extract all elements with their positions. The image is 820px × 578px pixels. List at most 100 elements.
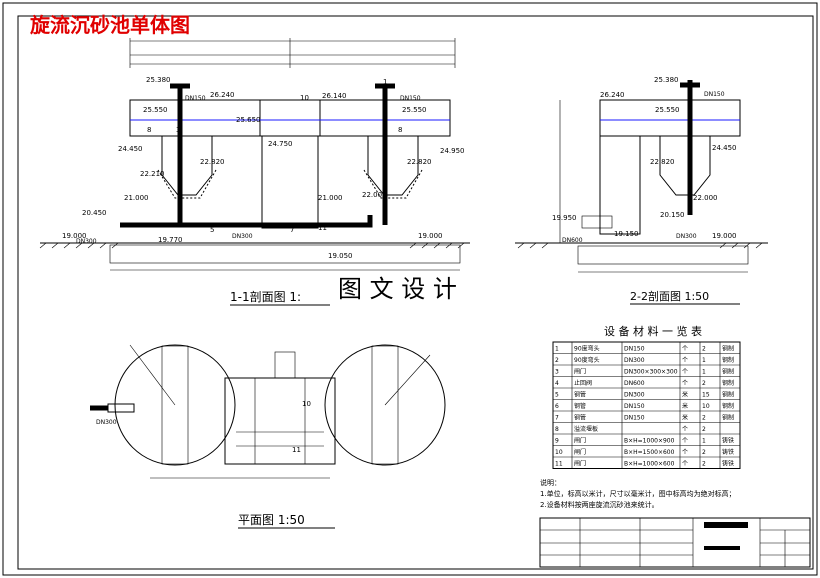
table-cell: 2 <box>702 426 706 433</box>
table-cell: 钢制 <box>722 356 734 364</box>
elev-label: 26.240 <box>210 91 235 99</box>
elev-label: 22.000 <box>693 194 718 202</box>
table-cell: B×H=1000×900 <box>624 438 675 445</box>
plan-view: 10 11 DN300 平面图 1:50 <box>90 344 446 529</box>
table-cell: B×H=1000×600 <box>624 461 675 468</box>
elev-label: 26.140 <box>322 92 347 100</box>
table-cell: 11 <box>555 461 563 468</box>
elev-label: 19.000 <box>712 232 737 240</box>
equipment-table: 设 备 材 料 一 览 表 1 90度弯头 DN150 个 2 钢制 2 90度弯头 DN300… <box>552 324 741 469</box>
table-cell: 钢制 <box>722 345 734 353</box>
part-number: 3 <box>176 126 180 134</box>
note-line: 1.单位，标高以米计，尺寸以毫米计，图中标高均为绝对标高； <box>540 489 736 498</box>
part-number: 8 <box>398 126 402 134</box>
table-cell: 个 <box>682 461 688 468</box>
table-cell: 6 <box>555 403 559 410</box>
table-cell: 2 <box>702 380 706 387</box>
table-cell: 2 <box>555 357 559 364</box>
drawing-title: 旋流沉砂池单体图 <box>29 13 190 37</box>
table-cell: 溢流堰板 <box>574 425 598 433</box>
table-cell: 90度弯头 <box>574 356 600 364</box>
table-cell: 钢制 <box>722 379 734 387</box>
elev-label: 24.750 <box>268 140 293 148</box>
elev-label: 22.820 <box>650 158 675 166</box>
table-cell: 闸门 <box>574 437 586 445</box>
table-cell: 钢制 <box>722 414 734 422</box>
table-cell: 1 <box>702 357 706 364</box>
elev-label: 26.240 <box>600 91 625 99</box>
part-number: 11 <box>318 224 327 232</box>
dn-label: DN300 <box>676 233 697 240</box>
dn-label: DN600 <box>562 237 583 244</box>
elev-label: 25.380 <box>654 76 679 84</box>
elev-label: 25.380 <box>146 76 171 84</box>
table-cell: 个 <box>682 438 688 445</box>
table-cell: 铸铁 <box>722 448 734 456</box>
elev-label: 22.000 <box>362 191 387 199</box>
table-cell: 1 <box>702 438 706 445</box>
dn-label: DN300 <box>232 233 253 240</box>
elev-label: 19.050 <box>328 252 353 260</box>
table-cell: 90度弯头 <box>574 345 600 353</box>
table-cell: 9 <box>555 438 559 445</box>
plan-caption: 平面图 1:50 <box>238 513 305 527</box>
table-cell: 4 <box>555 380 559 387</box>
table-cell: 1 <box>702 369 706 376</box>
table-cell: 2 <box>702 346 706 353</box>
table-cell: 米 <box>682 402 688 410</box>
table-cell: 钢管 <box>574 402 586 410</box>
table-cell: DN300×300×300 <box>624 369 678 376</box>
dn-label: DN300 <box>76 238 97 245</box>
table-cell: 铸铁 <box>722 460 734 468</box>
table-cell: DN150 <box>624 346 645 353</box>
table-title: 设 备 材 料 一 览 表 <box>604 324 702 338</box>
table-cell: 钢制 <box>722 391 734 399</box>
elev-label: 19.000 <box>62 232 87 240</box>
notes-heading: 说明： <box>540 478 561 487</box>
table-cell: 钢管 <box>574 414 586 422</box>
table-cell: DN150 <box>624 415 645 422</box>
table-cell: 7 <box>555 415 559 422</box>
notes: 说明： 1.单位，标高以米计，尺寸以毫米计，图中标高均为绝对标高； 2.设备材料… <box>540 478 736 509</box>
elev-label: 19.950 <box>552 214 577 222</box>
dn-label: DN150 <box>704 91 725 98</box>
table-cell: 10 <box>702 403 710 410</box>
elev-label: 24.450 <box>118 145 143 153</box>
title-block <box>539 517 811 568</box>
part-number: 8 <box>147 126 151 134</box>
elev-label: 25.550 <box>143 106 168 114</box>
part-number: 1 <box>383 78 387 86</box>
note-line: 2.设备材料按两座旋流沉砂池来统计。 <box>540 500 659 509</box>
part-number: 11 <box>292 446 301 454</box>
table-cell: 米 <box>682 414 688 422</box>
elev-label: 22.210 <box>140 170 165 178</box>
elev-label: 24.450 <box>712 144 737 152</box>
table-cell: 2 <box>702 461 706 468</box>
table-cell: 米 <box>682 391 688 399</box>
elev-label: 25.650 <box>236 116 261 124</box>
table-cell: 3 <box>555 369 559 376</box>
table-cell: 2 <box>702 415 706 422</box>
section-1-1: 25.380 26.240 25.550 25.650 26.140 25.55… <box>39 38 470 306</box>
inner-frame <box>17 15 814 570</box>
table-cell: 个 <box>682 357 688 364</box>
elev-label: 20.450 <box>82 209 107 217</box>
elev-label: 24.950 <box>440 147 465 155</box>
table-cell: 个 <box>682 426 688 433</box>
part-number: 10 <box>300 94 309 102</box>
elev-label: 21.000 <box>318 194 343 202</box>
elev-label: 21.000 <box>124 194 149 202</box>
section-2-2: 25.380 26.240 25.550 24.450 22.820 22.00… <box>515 76 768 305</box>
table-cell: B×H=1500×600 <box>624 449 675 456</box>
table-cell: 个 <box>682 346 688 353</box>
table-cell: 个 <box>682 369 688 376</box>
dn-label: DN300 <box>96 419 117 426</box>
table-cell: 1 <box>555 346 559 353</box>
table-cell: 闸门 <box>574 368 586 376</box>
table-cell: 5 <box>555 392 559 399</box>
elev-label: 19.150 <box>614 230 639 238</box>
section-1-caption: 1-1剖面图 1: <box>230 290 301 304</box>
table-cell: DN150 <box>624 403 645 410</box>
